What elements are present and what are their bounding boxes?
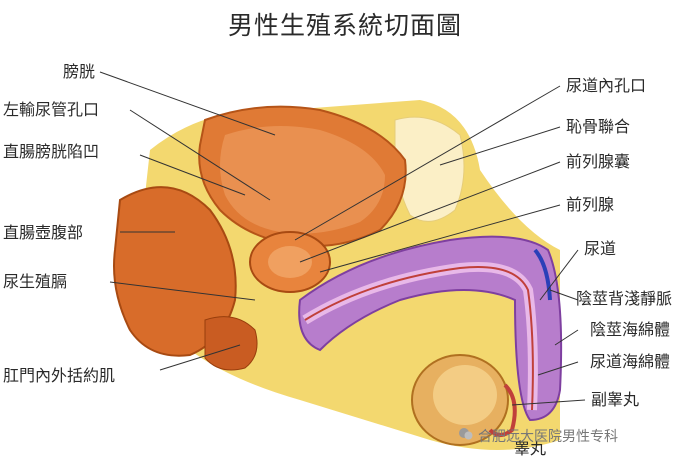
label-urogenital-diaphragm: 尿生殖膈 <box>3 272 68 291</box>
diagram-title: 男性生殖系統切面圖 <box>227 11 462 40</box>
leader-corpus-spongiosum <box>537 361 579 376</box>
anal-sphincter-shape <box>204 316 258 371</box>
leader-urogenital-diaphragm <box>109 281 256 301</box>
leader-rectovesical-pouch <box>139 154 246 196</box>
label-dorsal-vein: 陰莖背淺靜脈 <box>576 289 673 308</box>
label-urethra: 尿道 <box>584 239 617 258</box>
watermark-text: 合肥远大医院男性专科 <box>478 429 618 445</box>
label-epididymis: 副睾丸 <box>591 390 640 409</box>
label-rectal-ampulla: 直腸壺腹部 <box>3 223 84 242</box>
leader-epididymis <box>511 399 586 406</box>
leader-pubic-symphysis <box>439 126 561 166</box>
leader-dorsal-vein <box>549 289 579 301</box>
leader-corpus-cavernosum <box>554 329 579 346</box>
label-testis: 睾丸 <box>514 439 547 458</box>
leader-lines-left <box>99 71 276 371</box>
label-corpus-spongiosum: 尿道海綿體 <box>590 352 671 371</box>
leader-bladder <box>99 71 276 136</box>
leader-lines-right <box>294 85 586 406</box>
label-anal-sphincter: 肛門內外括約肌 <box>3 366 116 385</box>
leader-anal-sphincter <box>159 344 241 371</box>
label-corpus-cavernosum: 陰莖海綿體 <box>590 320 671 339</box>
label-prostate: 前列腺 <box>566 195 615 214</box>
testis-inner <box>433 365 497 425</box>
wechat-icon <box>459 428 473 440</box>
leader-prostatic-utricle <box>299 161 561 263</box>
leader-urethra <box>539 249 579 301</box>
label-prostatic-utricle: 前列腺囊 <box>566 152 631 171</box>
label-ureter-orifice: 左輸尿管孔口 <box>3 100 100 119</box>
prostate-detail <box>268 246 312 278</box>
label-bladder: 膀胱 <box>63 62 96 81</box>
corpus-cavernosum-shape <box>298 235 563 422</box>
leader-prostate <box>319 204 561 273</box>
label-rectovesical-pouch: 直腸膀胱陷凹 <box>3 142 100 161</box>
leader-internal-urethral-orifice <box>294 85 561 241</box>
leader-ureter-orifice <box>129 109 271 201</box>
label-internal-urethral-orifice: 尿道內孔口 <box>566 76 647 95</box>
urethra-lumen <box>304 265 534 411</box>
bladder-inner <box>220 126 385 234</box>
dorsal-vein-shape <box>533 248 552 301</box>
label-pubic-symphysis: 恥骨聯合 <box>566 117 631 136</box>
epididymis-shape <box>488 383 517 437</box>
